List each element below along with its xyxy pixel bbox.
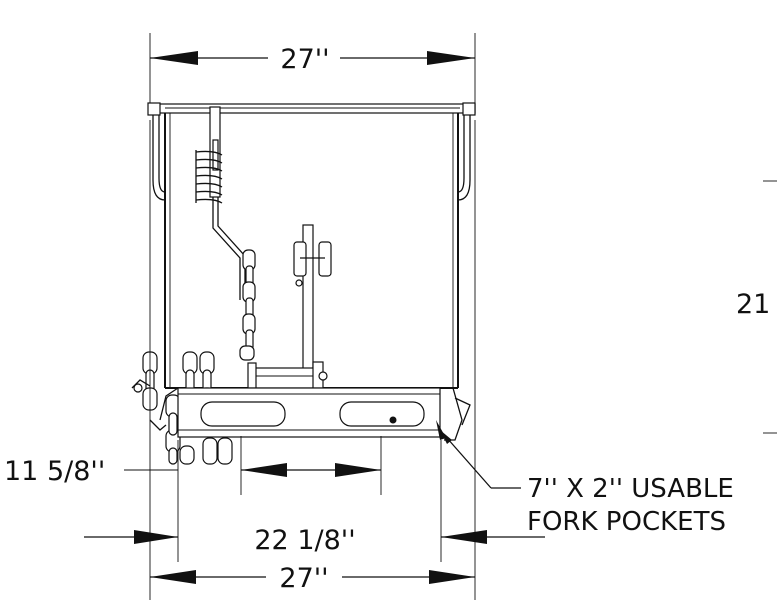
bottom-width-dimension: 27'' <box>149 120 476 600</box>
left-handle <box>147 102 166 201</box>
pocket-span-label: 22 1/8'' <box>254 525 355 556</box>
top-width-dimension: 27'' <box>149 33 476 110</box>
center-chain <box>239 249 256 361</box>
callout-line-2: FORK POCKETS <box>527 507 726 537</box>
callout-line-1: 7'' X 2'' USABLE <box>527 474 734 504</box>
pocket-center-label: 11 5/8'' <box>4 456 105 487</box>
height-label: 21 <box>736 289 770 320</box>
pocket-center-dimension: 11 5/8'' <box>4 436 382 495</box>
fork-pocket-callout: 7'' X 2'' USABLE FORK POCKETS <box>440 430 734 537</box>
latch-spring <box>195 106 246 300</box>
center-latch <box>247 224 332 391</box>
pocket-span-dimension: 22 1/8'' <box>84 440 545 562</box>
height-dimension: 21 <box>736 180 777 434</box>
top-width-label: 27'' <box>280 44 329 75</box>
right-handle <box>457 102 476 201</box>
bottom-width-label: 27'' <box>279 563 328 594</box>
fork-pocket-base <box>159 387 471 441</box>
